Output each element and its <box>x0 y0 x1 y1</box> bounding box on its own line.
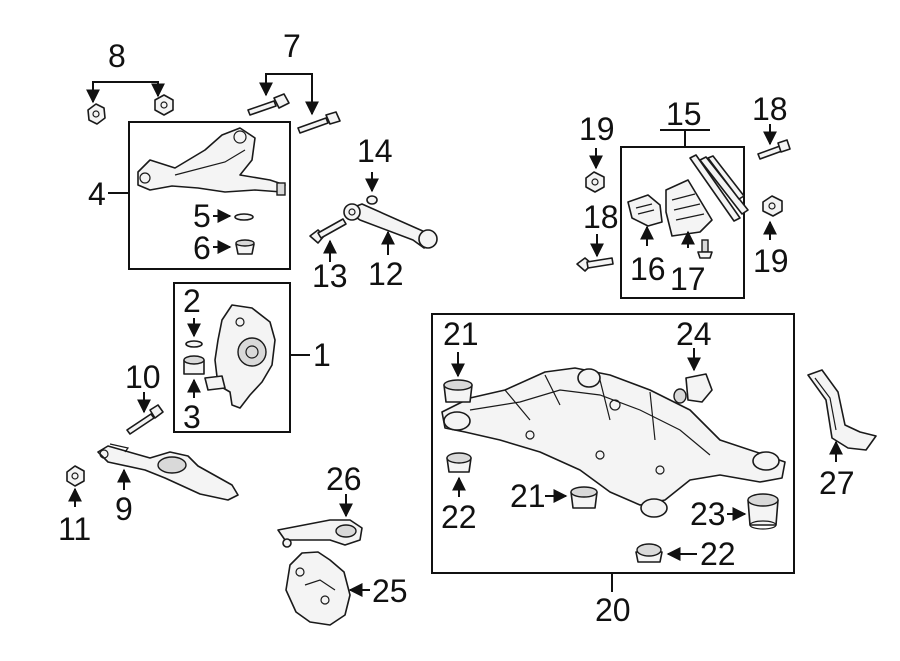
callout-8: 8 <box>108 38 126 74</box>
bushing-22-left <box>446 452 472 473</box>
shield-17 <box>665 154 749 259</box>
callout-20: 20 <box>595 592 631 628</box>
nut-8-right <box>154 94 174 116</box>
callout-7: 7 <box>283 28 301 64</box>
bushing-21-top <box>443 379 473 403</box>
cover-25 <box>285 551 351 626</box>
callout-24: 24 <box>676 316 712 352</box>
mount-24 <box>673 373 713 404</box>
arm-26 <box>277 519 363 548</box>
ring-2 <box>185 340 203 348</box>
bushing-3 <box>183 355 205 375</box>
bushing-23 <box>747 493 779 530</box>
callout-19a: 19 <box>579 111 615 147</box>
upper-arm-box <box>128 121 291 270</box>
bolt-7-right <box>297 111 341 134</box>
knuckle-1 <box>204 304 276 409</box>
callout-2: 2 <box>183 283 201 319</box>
callout-22b: 22 <box>700 536 736 572</box>
crossmember-20 <box>441 367 786 518</box>
knuckle-box <box>173 282 291 433</box>
toe-link-12 <box>343 203 438 249</box>
shield-box <box>620 146 745 299</box>
callout-19b: 19 <box>753 243 789 279</box>
shield-16 <box>627 194 663 227</box>
leader-8 <box>92 81 159 100</box>
callout-21b: 21 <box>510 478 546 514</box>
bolt-7-left <box>247 93 290 116</box>
callout-9: 9 <box>115 491 133 527</box>
washer-14 <box>366 195 378 205</box>
bolt-18-left <box>576 257 614 272</box>
nut-8-left <box>87 103 106 125</box>
bushing-22-bottom <box>635 543 663 563</box>
callout-10: 10 <box>125 359 161 395</box>
callout-6: 6 <box>193 230 211 266</box>
bushing-21-mid <box>570 486 598 509</box>
clip-5 <box>234 213 254 221</box>
callout-26: 26 <box>326 461 362 497</box>
callout-21a: 21 <box>443 316 479 352</box>
bolt-13 <box>309 218 347 244</box>
callout-14: 14 <box>357 133 393 169</box>
callout-4: 4 <box>88 176 106 212</box>
callout-18a: 18 <box>752 91 788 127</box>
upper-control-arm <box>137 127 286 196</box>
callout-15: 15 <box>666 96 702 132</box>
nut-11 <box>66 465 85 487</box>
nut-19-left <box>585 171 605 193</box>
callout-22a: 22 <box>441 499 477 535</box>
callout-17: 17 <box>670 261 706 297</box>
callout-1: 1 <box>313 337 331 373</box>
callout-11: 11 <box>58 511 91 547</box>
bolt-18-right <box>757 139 791 160</box>
bracket-27 <box>807 369 877 451</box>
lower-arm-9 <box>97 443 239 501</box>
callout-18b: 18 <box>583 199 619 235</box>
callout-27: 27 <box>819 465 855 501</box>
callout-25: 25 <box>372 573 408 609</box>
callout-23: 23 <box>690 496 726 532</box>
callout-3: 3 <box>183 399 201 435</box>
callout-13: 13 <box>312 258 348 294</box>
nut-19-right <box>762 195 783 217</box>
callout-16: 16 <box>630 251 666 287</box>
bolt-10 <box>126 404 164 435</box>
callout-5: 5 <box>193 198 211 234</box>
boot-6 <box>235 239 255 255</box>
callout-12: 12 <box>368 256 404 292</box>
